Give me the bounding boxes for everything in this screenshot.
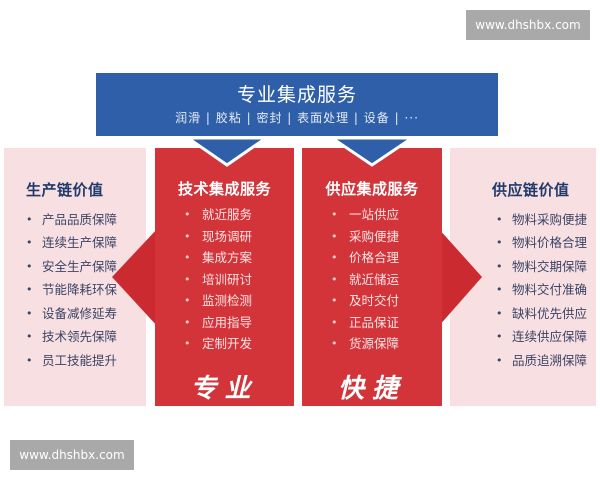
bullet-icon: • bbox=[496, 353, 503, 367]
list-item: •就近服务 bbox=[180, 204, 252, 226]
bullet-icon: • bbox=[496, 259, 503, 273]
list-item: •安全生产保障 bbox=[26, 255, 117, 279]
bullet-icon: • bbox=[26, 212, 33, 226]
list-item: •定制开发 bbox=[180, 333, 252, 355]
production-chain-value-panel: 生产链价值 •产品品质保障 •连续生产保障 •安全生产保障 •节能降耗环保 •设… bbox=[4, 148, 146, 406]
bullet-icon: • bbox=[331, 337, 338, 350]
list-item: •一站供应 bbox=[327, 204, 399, 226]
bullet-icon: • bbox=[496, 283, 503, 297]
list-item: •品质追溯保障 bbox=[496, 349, 587, 373]
tech-integration-service-panel: 技术集成服务 •就近服务 •现场调研 •集成方案 •培训研讨 •监测检测 •应用… bbox=[155, 148, 294, 406]
production-chain-value-list: •产品品质保障 •连续生产保障 •安全生产保障 •节能降耗环保 •设备减修延寿 … bbox=[26, 208, 117, 373]
list-item: •集成方案 bbox=[180, 247, 252, 269]
supply-integration-service-panel: 供应集成服务 •一站供应 •采购便捷 •价格合理 •就近储运 •及时交付 •正品… bbox=[302, 148, 442, 406]
bullet-icon: • bbox=[184, 315, 191, 329]
list-item: •物料交期保障 bbox=[496, 255, 587, 279]
list-item: •物料交付准确 bbox=[496, 279, 587, 303]
list-item: •监测检测 bbox=[180, 290, 252, 312]
bullet-icon: • bbox=[184, 272, 191, 286]
list-item: •连续供应保障 bbox=[496, 326, 587, 350]
list-item: •培训研讨 bbox=[180, 269, 252, 291]
bullet-icon: • bbox=[331, 294, 338, 307]
banner-subtitle: 润滑 | 胶粘 | 密封 | 表面处理 | 设备 | ··· bbox=[175, 111, 419, 125]
list-item: •采购便捷 bbox=[327, 226, 399, 248]
bullet-icon: • bbox=[26, 330, 33, 344]
bullet-icon: • bbox=[184, 229, 191, 243]
tech-slogan: 专业 bbox=[190, 374, 259, 404]
supply-slogan: 快捷 bbox=[337, 374, 406, 404]
list-item: •价格合理 bbox=[327, 247, 399, 269]
bullet-icon: • bbox=[184, 294, 191, 307]
bullet-icon: • bbox=[331, 208, 338, 221]
bullet-icon: • bbox=[26, 236, 33, 250]
bullet-icon: • bbox=[331, 229, 338, 243]
bullet-icon: • bbox=[496, 306, 503, 320]
list-item: •货源保障 bbox=[327, 333, 399, 355]
supply-chain-value-panel: 供应链价值 •物料采购便捷 •物料价格合理 •物料交期保障 •物料交付准确 •缺… bbox=[450, 148, 596, 406]
bullet-icon: • bbox=[496, 212, 503, 226]
bullet-icon: • bbox=[331, 251, 338, 264]
bullet-icon: • bbox=[184, 208, 191, 221]
list-item: •就近储运 bbox=[327, 269, 399, 291]
list-item: •产品品质保障 bbox=[26, 208, 117, 232]
banner-title: 专业集成服务 bbox=[236, 84, 357, 106]
bullet-icon: • bbox=[26, 353, 33, 367]
bullet-icon: • bbox=[184, 251, 191, 264]
integrated-service-banner: 专业集成服务 润滑 | 胶粘 | 密封 | 表面处理 | 设备 | ··· bbox=[96, 73, 498, 136]
list-item: •及时交付 bbox=[327, 290, 399, 312]
list-item: •缺料优先供应 bbox=[496, 302, 587, 326]
bullet-icon: • bbox=[496, 236, 503, 250]
list-item: •设备减修延寿 bbox=[26, 302, 117, 326]
supply-chain-value-list: •物料采购便捷 •物料价格合理 •物料交期保障 •物料交付准确 •缺料优先供应 … bbox=[496, 208, 587, 373]
list-item: •员工技能提升 bbox=[26, 349, 117, 373]
bullet-icon: • bbox=[496, 330, 503, 344]
list-item: •物料采购便捷 bbox=[496, 208, 587, 232]
supply-chain-value-title: 供应链价值 bbox=[492, 181, 570, 199]
bullet-icon: • bbox=[331, 315, 338, 329]
list-item: •物料价格合理 bbox=[496, 232, 587, 256]
list-item: •现场调研 bbox=[180, 226, 252, 248]
list-item: •技术领先保障 bbox=[26, 326, 117, 350]
bullet-icon: • bbox=[26, 259, 33, 273]
list-item: •应用指导 bbox=[180, 312, 252, 334]
bullet-icon: • bbox=[26, 306, 33, 320]
bullet-icon: • bbox=[331, 272, 338, 286]
bullet-icon: • bbox=[184, 337, 191, 350]
watermark-bottom: www.dhshbx.com bbox=[10, 440, 134, 470]
production-chain-value-title: 生产链价值 bbox=[26, 181, 104, 199]
list-item: •正品保证 bbox=[327, 312, 399, 334]
list-item: •连续生产保障 bbox=[26, 232, 117, 256]
supply-integration-service-list: •一站供应 •采购便捷 •价格合理 •就近储运 •及时交付 •正品保证 •货源保… bbox=[327, 204, 399, 355]
supply-integration-service-title: 供应集成服务 bbox=[325, 180, 419, 198]
watermark-top: www.dhshbx.com bbox=[466, 10, 590, 40]
tech-integration-service-title: 技术集成服务 bbox=[177, 180, 271, 198]
tech-integration-service-list: •就近服务 •现场调研 •集成方案 •培训研讨 •监测检测 •应用指导 •定制开… bbox=[180, 204, 252, 355]
list-item: •节能降耗环保 bbox=[26, 279, 117, 303]
bullet-icon: • bbox=[26, 283, 33, 297]
